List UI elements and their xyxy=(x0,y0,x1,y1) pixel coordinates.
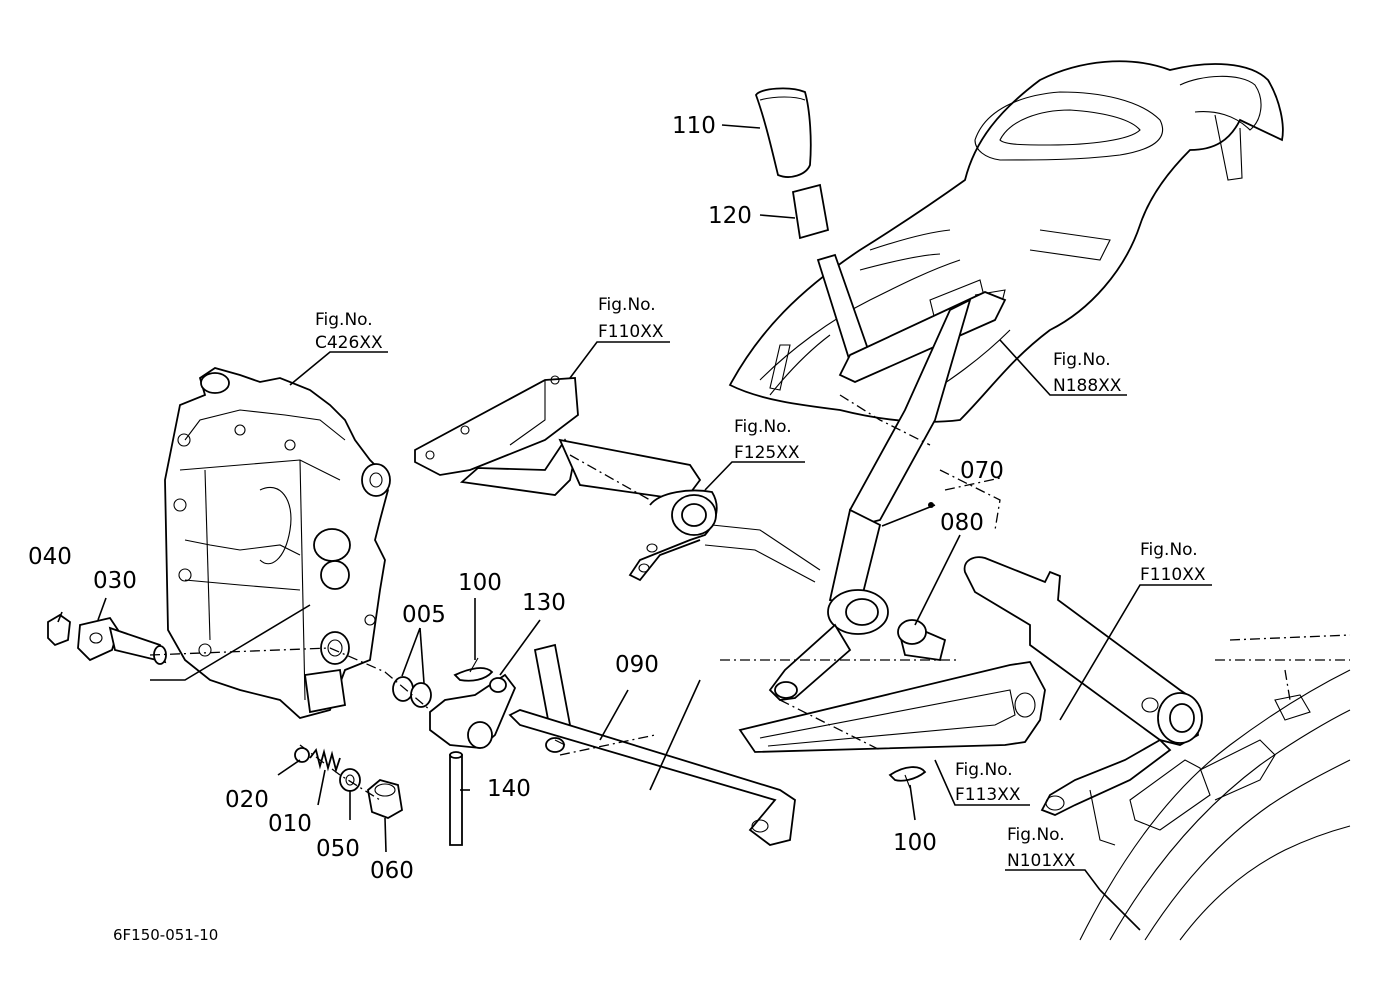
fender-frame-drawing xyxy=(728,60,1284,423)
part-label-050: 050 xyxy=(316,836,360,862)
rod-090-drawing xyxy=(508,643,796,846)
lever-f113-drawing xyxy=(738,661,1046,753)
arm-130-drawing xyxy=(429,673,517,749)
part-label-100-upper: 100 xyxy=(458,570,502,596)
fig-ref-f110-upper-prefix: Fig.No. xyxy=(598,295,656,315)
fig-ref-c426-prefix: Fig.No. xyxy=(315,310,373,330)
assembly-centerlines xyxy=(149,394,1001,801)
part-label-090: 090 xyxy=(615,652,659,678)
part-labels: 110 120 070 080 040 030 005 100 130 090 … xyxy=(28,113,1004,884)
part-label-005: 005 xyxy=(402,602,446,628)
part-label-040: 040 xyxy=(28,544,72,570)
washer-050-drawing xyxy=(339,768,361,792)
fig-ref-n101-code: N101XX xyxy=(1007,851,1076,871)
clip-100-upper-drawing xyxy=(453,657,494,682)
part-label-030: 030 xyxy=(93,568,137,594)
part-label-080: 080 xyxy=(940,510,984,536)
spring-010-drawing xyxy=(309,747,341,774)
fig-ref-c426-code: C426XX xyxy=(315,333,383,353)
part-label-120: 120 xyxy=(708,203,752,229)
part-label-070: 070 xyxy=(960,458,1004,484)
part-label-140: 140 xyxy=(487,776,531,802)
part-label-020: 020 xyxy=(225,787,269,813)
part-label-110: 110 xyxy=(672,113,716,139)
part-label-100-lower: 100 xyxy=(893,830,937,856)
pin-140-drawing xyxy=(449,751,463,846)
shift-lever-drawing xyxy=(755,87,1007,701)
part-label-130: 130 xyxy=(522,590,566,616)
detent-ball-020-drawing xyxy=(294,747,310,763)
fig-ref-f110-upper-code: F110XX xyxy=(598,322,664,342)
leader-lines xyxy=(57,124,1212,931)
part-label-060: 060 xyxy=(370,858,414,884)
clip-100-lower-drawing xyxy=(888,766,927,789)
fig-ref-f125-prefix: Fig.No. xyxy=(734,417,792,437)
fig-ref-n188-code: N188XX xyxy=(1053,376,1122,396)
fig-ref-f110-right-code: F110XX xyxy=(1140,565,1206,585)
fig-ref-f110-right-prefix: Fig.No. xyxy=(1140,540,1198,560)
o-rings-005-drawing xyxy=(392,676,432,708)
bracket-f110-right-drawing xyxy=(963,556,1203,816)
collar-080-drawing xyxy=(897,619,947,662)
fig-ref-n188-prefix: Fig.No. xyxy=(1053,350,1111,370)
transmission-case-drawing xyxy=(164,367,391,719)
plug-060-drawing xyxy=(367,779,403,819)
fig-ref-f113-prefix: Fig.No. xyxy=(955,760,1013,780)
fig-ref-f113-code: F113XX xyxy=(955,785,1021,805)
fig-ref-f125-code: F125XX xyxy=(734,443,800,463)
shaft-030-drawing xyxy=(77,616,167,665)
fig-ref-n101-prefix: Fig.No. xyxy=(1007,825,1065,845)
bracket-f110-upper-drawing xyxy=(414,375,821,583)
figure-refs: Fig.No. C426XX Fig.No. F110XX Fig.No. F1… xyxy=(315,295,1206,871)
part-label-010: 010 xyxy=(268,811,312,837)
drawing-code: 6F150-051-10 xyxy=(113,926,218,944)
frame-n101-drawing xyxy=(1079,634,1351,941)
